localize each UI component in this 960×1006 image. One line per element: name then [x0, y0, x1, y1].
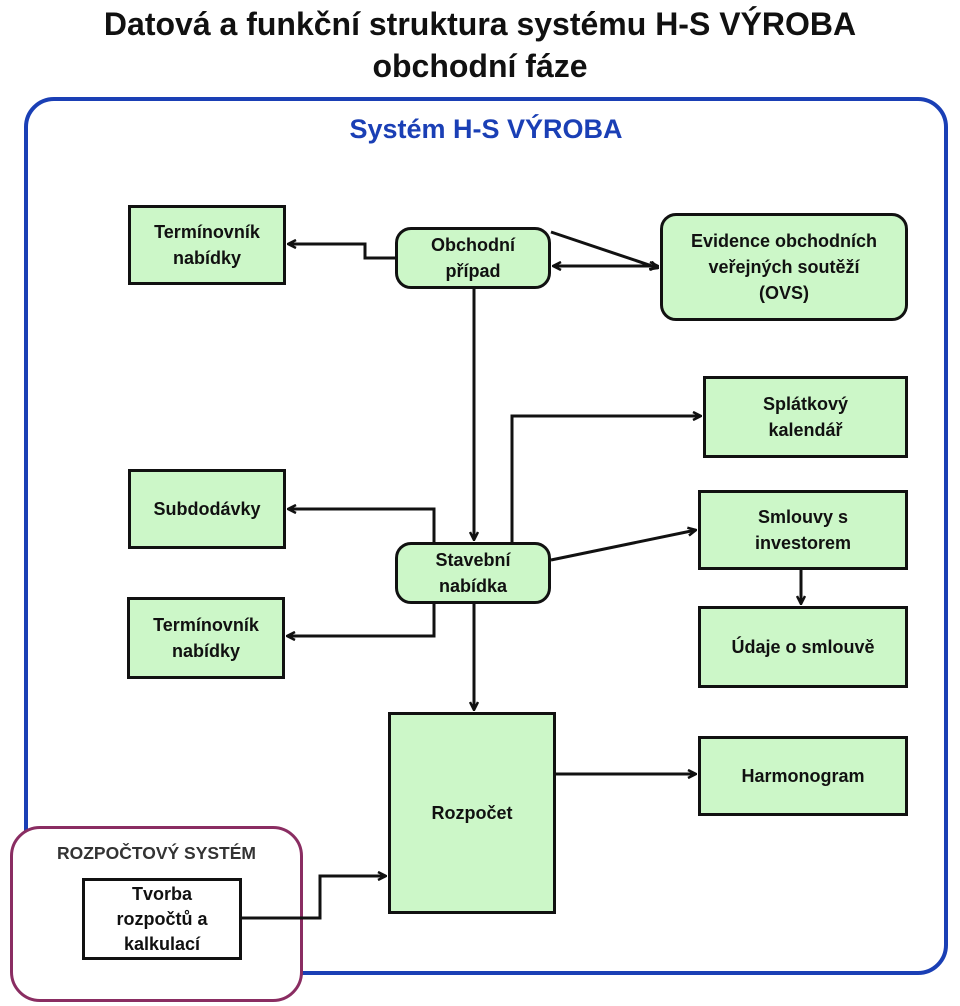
- box-terminovnik-nabidky-top: Termínovník nabídky: [128, 205, 286, 285]
- box-udaje-o-smlouve: Údaje o smlouvě: [698, 606, 908, 688]
- box-rozpocet: Rozpočet: [388, 712, 556, 914]
- box-obchodni-pripad: Obchodní případ: [395, 227, 551, 289]
- arrow-tvorba-to-rozpocet: [242, 876, 386, 920]
- box-harmonogram: Harmonogram: [698, 736, 908, 816]
- system-frame-title: Systém H-S VÝROBA: [349, 114, 623, 144]
- box-stavebni-nabidka: Stavební nabídka: [395, 542, 551, 604]
- system-frame: [24, 97, 948, 975]
- arrow-stavebni-to-terminovnik: [287, 604, 436, 636]
- box-splatkovy-kalendar: Splátkový kalendář: [703, 376, 908, 458]
- box-tvorba-rozpoctu: Tvorba rozpočtů a kalkulací: [82, 878, 242, 960]
- box-evidence-ovs: Evidence obchodních veřejných soutěží (O…: [660, 213, 908, 321]
- arrow-obchodni-to-evidence: [550, 230, 658, 268]
- box-terminovnik-nabidky-bottom: Termínovník nabídky: [127, 597, 285, 679]
- arrow-stavebni-to-subdodavky: [288, 509, 436, 542]
- budget-system-title: ROZPOČTOVÝ SYSTÉM: [56, 843, 256, 863]
- box-smlouvy-s-investorem: Smlouvy s investorem: [698, 490, 908, 570]
- diagram-title: Datová a funkční struktura systému H-S V…: [103, 6, 857, 42]
- box-subdodavky: Subdodávky: [128, 469, 286, 549]
- arrow-stavebni-to-splatkovy: [510, 416, 701, 542]
- diagram-subtitle: obchodní fáze: [372, 48, 588, 84]
- arrow-stavebni-to-smlouvy: [550, 530, 696, 562]
- arrow-obchodni-to-terminovnik: [288, 244, 395, 260]
